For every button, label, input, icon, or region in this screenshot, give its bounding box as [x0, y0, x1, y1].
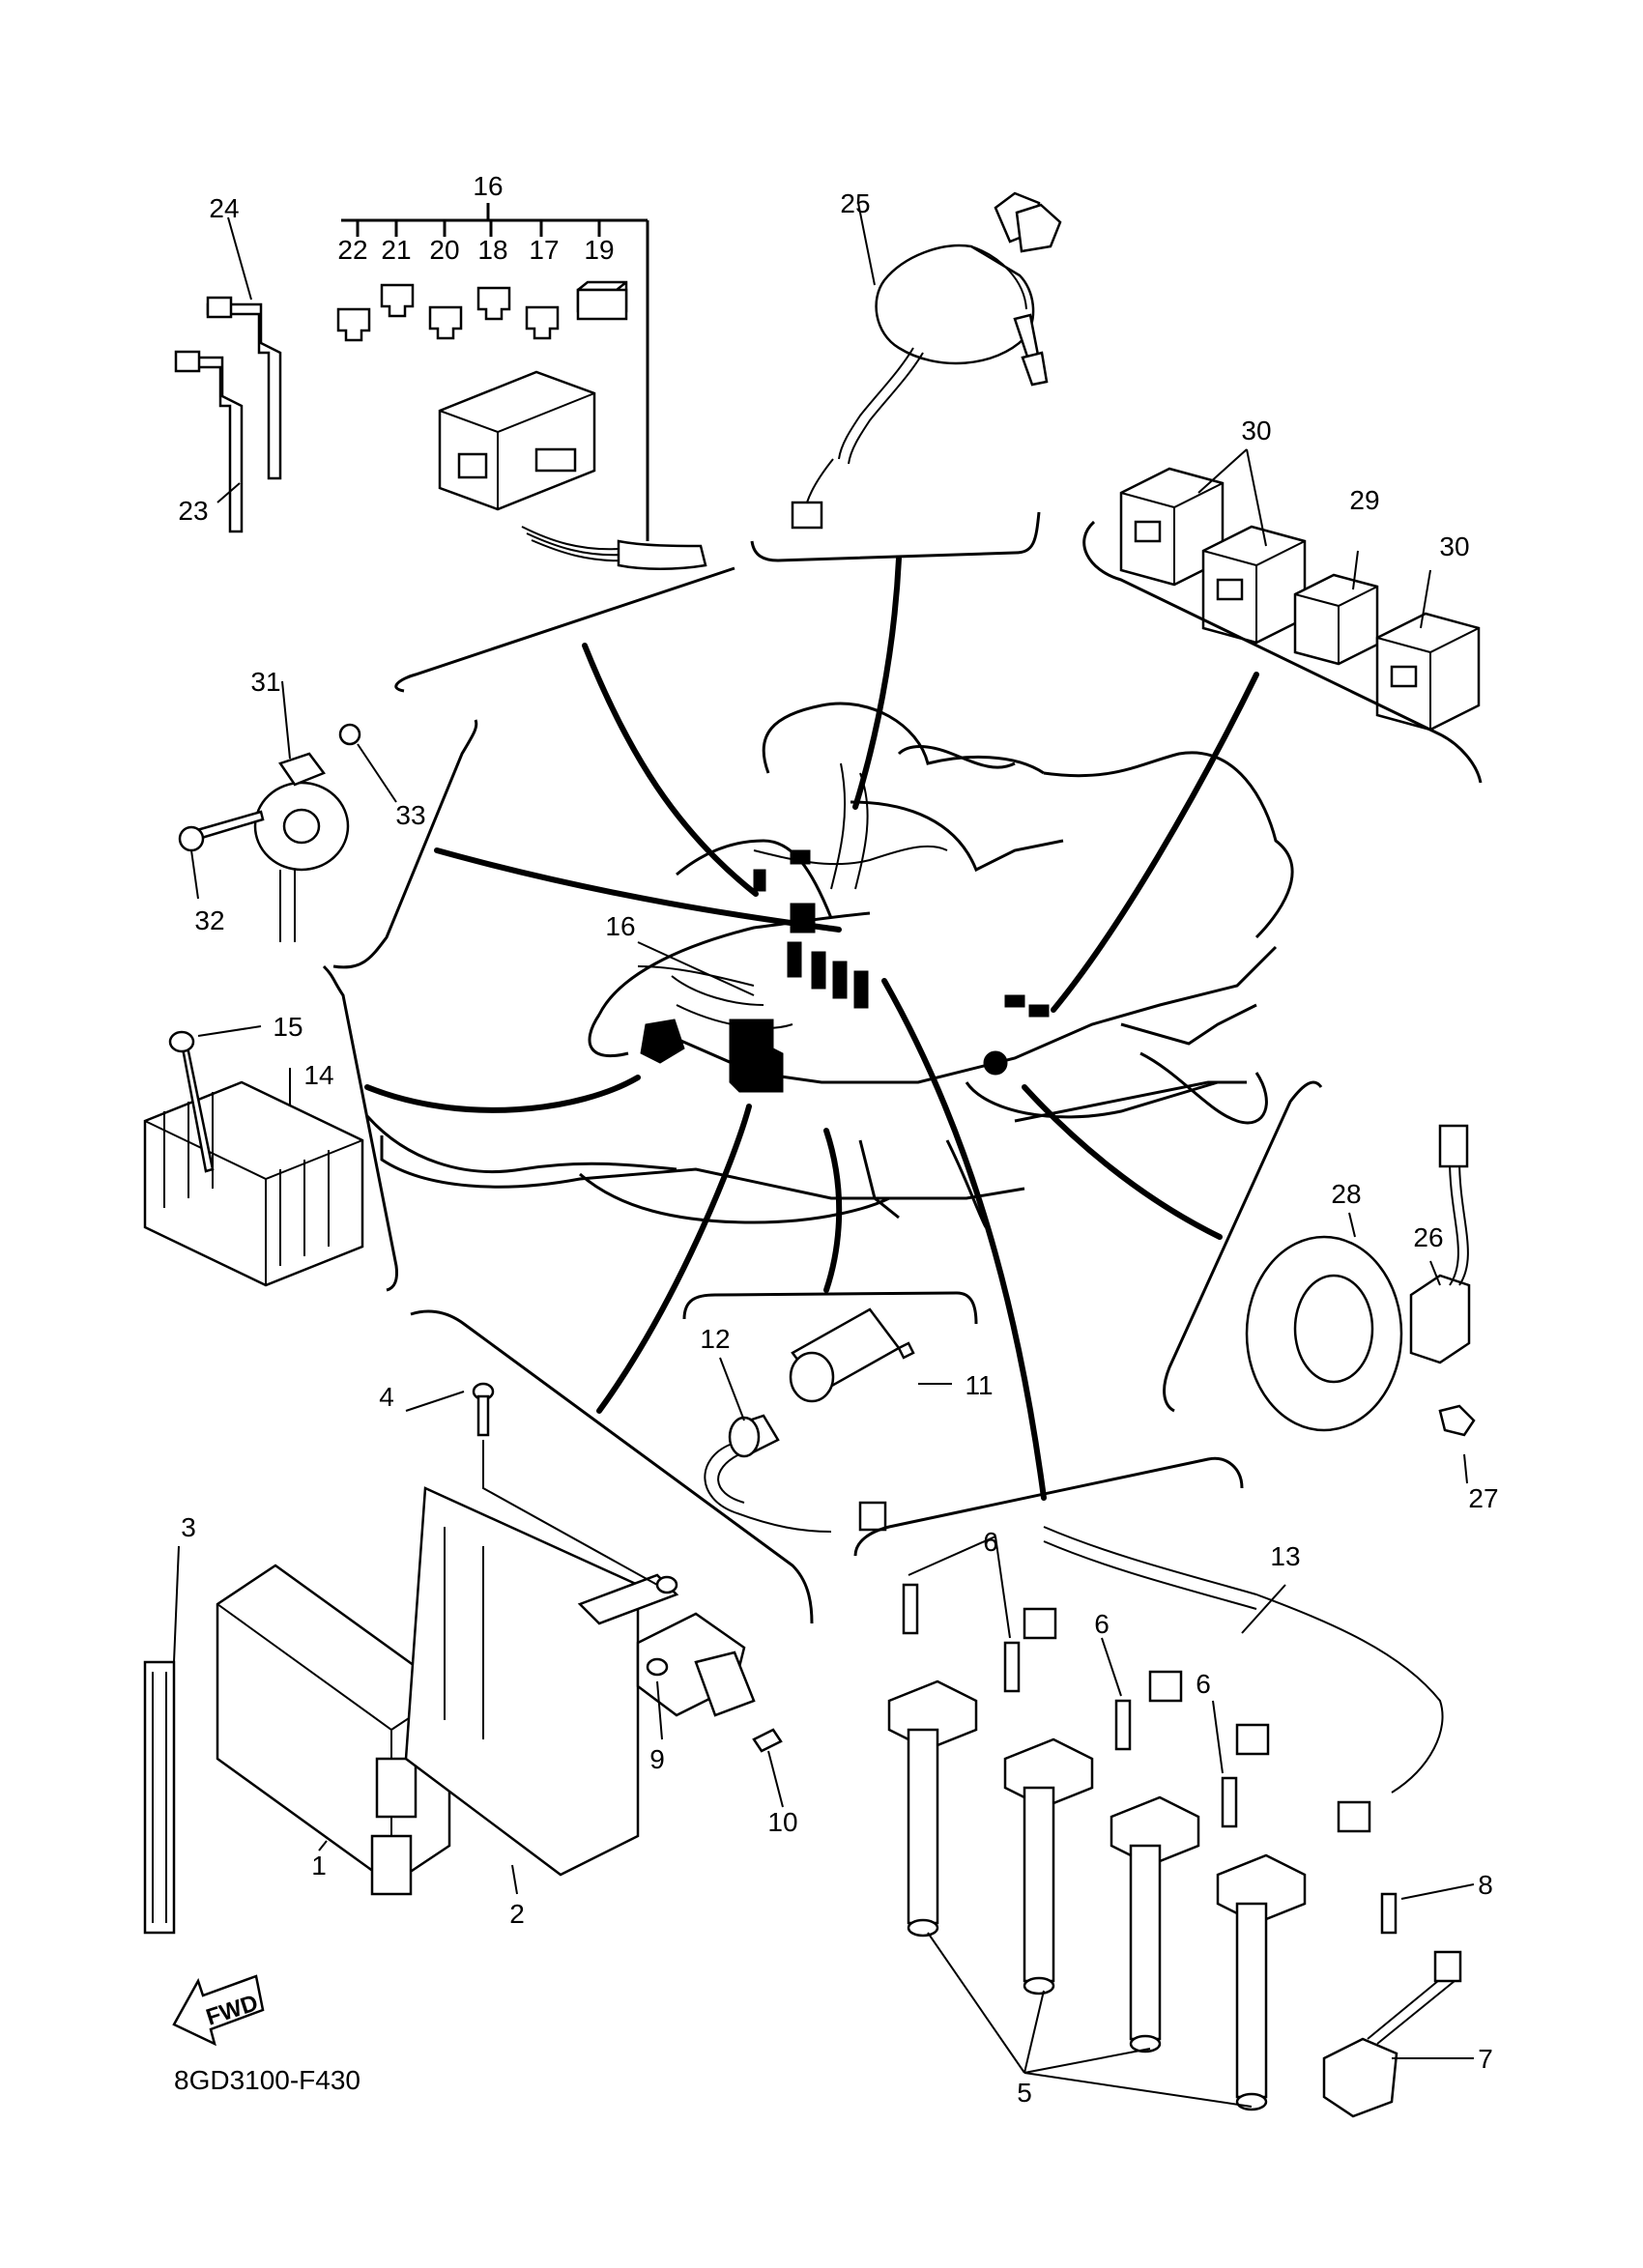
- vehicle-outline: [365, 702, 1294, 1228]
- callout-1: 1: [311, 1851, 327, 1880]
- callout-2: 2: [509, 1899, 525, 1929]
- callout-10: 10: [767, 1807, 797, 1837]
- callout-27: 27: [1468, 1483, 1498, 1513]
- ecu-group: [143, 1382, 784, 1935]
- relay-30b-icon: [1201, 525, 1307, 645]
- pickup-coil-group: [1245, 1124, 1476, 1484]
- callout-28: 28: [1331, 1179, 1361, 1209]
- main-switch-group: [791, 191, 1062, 530]
- relay-group: [1119, 448, 1481, 732]
- callout-29: 29: [1349, 485, 1379, 515]
- callout-6b: 6: [1094, 1609, 1110, 1639]
- callout-9: 9: [649, 1744, 665, 1774]
- pressure-sensor-group: [704, 1307, 952, 1533]
- callout-32: 32: [194, 905, 224, 935]
- callout-12: 12: [700, 1324, 730, 1354]
- fuse-box-icon: [438, 370, 707, 570]
- fuse-box-group: [336, 203, 707, 570]
- callout-26: 26: [1413, 1222, 1443, 1252]
- callout-8: 8: [1478, 1870, 1493, 1900]
- callout-18: 18: [477, 235, 507, 265]
- callout-4: 4: [379, 1382, 394, 1412]
- coil-1-icon: [887, 1679, 978, 1938]
- callout-7: 7: [1478, 2044, 1493, 2074]
- callout-33: 33: [395, 800, 425, 830]
- callout-3: 3: [181, 1512, 196, 1542]
- coil-2-icon: [1003, 1737, 1094, 1995]
- relay-29-icon: [1293, 573, 1379, 666]
- fuse-21-icon: [380, 283, 415, 318]
- callout-15: 15: [273, 1012, 303, 1042]
- callout-19: 19: [584, 235, 614, 265]
- relay-30a-icon: [1119, 467, 1225, 587]
- callout-31: 31: [250, 667, 280, 697]
- coil-4-icon: [1216, 1853, 1307, 2111]
- fuse-19-icon: [576, 280, 628, 321]
- cable-tie-group: [174, 216, 282, 533]
- callout-16-top: 16: [473, 171, 503, 201]
- sensor-31-group: [178, 680, 397, 942]
- callout-24: 24: [209, 193, 239, 223]
- harness-center: [637, 762, 1050, 1093]
- ignition-coil-group: [887, 1526, 1475, 2118]
- fuse-20-icon: [428, 305, 463, 340]
- fuse-17-icon: [525, 305, 560, 340]
- callout-25: 25: [840, 188, 870, 218]
- relay-30c-icon: [1375, 612, 1481, 732]
- callout-30a: 30: [1241, 416, 1271, 445]
- callout-5: 5: [1017, 2078, 1032, 2108]
- rectifier-regulator-group: [143, 1025, 364, 1287]
- callout-13: 13: [1270, 1541, 1300, 1571]
- callout-17: 17: [529, 235, 559, 265]
- callout-16-mid: 16: [605, 911, 635, 941]
- callout-22: 22: [337, 235, 367, 265]
- coil-3-icon: [1110, 1795, 1200, 2053]
- callout-14: 14: [303, 1060, 333, 1090]
- callout-20: 20: [429, 235, 459, 265]
- fuse-18-icon: [476, 286, 511, 321]
- diagram-code: 8GD3100-F430: [174, 2065, 360, 2095]
- callout-11: 11: [965, 1370, 993, 1400]
- callout-23: 23: [178, 496, 208, 526]
- fwd-arrow-icon: [172, 1974, 265, 2047]
- callout-6a: 6: [983, 1527, 998, 1557]
- callout-30b: 30: [1439, 531, 1469, 561]
- fuse-22-icon: [336, 307, 371, 342]
- callout-21: 21: [381, 235, 411, 265]
- callout-6c: 6: [1196, 1669, 1211, 1699]
